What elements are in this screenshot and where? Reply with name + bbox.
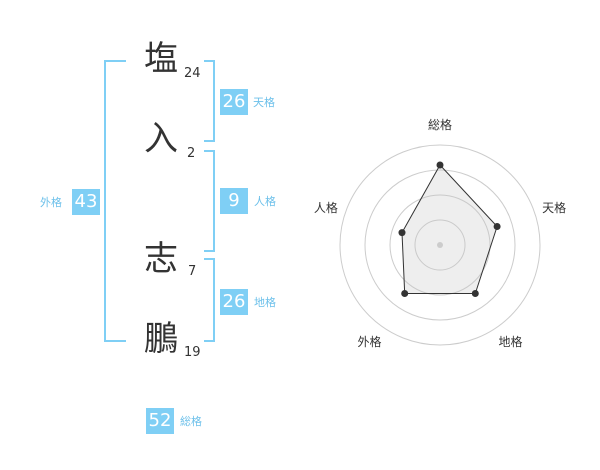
gaikaku-bracket [104, 60, 126, 342]
radar-point-2 [493, 223, 501, 230]
radar-axis-label-1: 総格 [428, 117, 452, 132]
tenkaku-bracket [204, 60, 215, 142]
stroke-count-1: 24 [184, 66, 201, 81]
name-char-1: 塩 [144, 39, 178, 79]
radar-axis-label-4: 外格 [357, 334, 381, 349]
gaikaku-value: 43 [72, 189, 100, 215]
radar-point-4 [401, 290, 409, 297]
radar-axis-label-3: 地格 [498, 334, 522, 349]
jinkaku-value: 9 [220, 188, 248, 214]
name-char-3: 志 [144, 239, 178, 279]
name-char-4: 鵬 [144, 319, 178, 359]
radar-ring-1 [414, 219, 466, 271]
name-char-2: 入 [144, 119, 178, 159]
tenkaku-label: 天格 [253, 96, 275, 109]
stroke-count-3: 7 [188, 264, 197, 279]
radar-axis-label-5: 人格 [314, 200, 338, 215]
chikaku-label: 地格 [254, 296, 276, 309]
radar-ring-2 [389, 194, 491, 296]
radar-axis-label-2: 天格 [542, 200, 566, 215]
stroke-count-2: 2 [187, 146, 196, 161]
stroke-count-4: 19 [184, 345, 201, 360]
radar-area [401, 164, 498, 294]
soukaku-value: 52 [146, 408, 174, 434]
jinkaku-bracket [204, 150, 215, 252]
tenkaku-value: 26 [220, 89, 248, 115]
radar-point-1 [436, 161, 444, 169]
soukaku-label: 総格 [180, 415, 202, 428]
jinkaku-label: 人格 [254, 195, 276, 208]
radar-center [437, 242, 443, 248]
radar-ring-4 [339, 144, 541, 346]
radar-ring-3 [364, 169, 516, 321]
radar-point-5 [398, 229, 406, 237]
chikaku-bracket [204, 258, 215, 342]
chikaku-value: 26 [220, 289, 248, 315]
radar-point-3 [471, 290, 479, 297]
gaikaku-label: 外格 [40, 196, 62, 209]
